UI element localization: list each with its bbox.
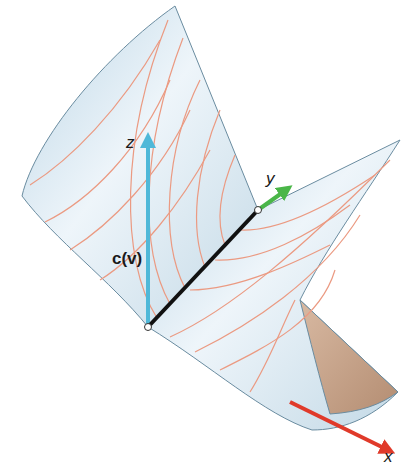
point xyxy=(145,324,152,331)
line-c xyxy=(148,210,258,327)
z-axis xyxy=(146,140,150,325)
x-axis xyxy=(290,402,388,450)
curve-label: c(v) xyxy=(112,250,142,267)
axis-label: x xyxy=(384,448,393,465)
axis-label: y xyxy=(266,170,275,187)
surface-right xyxy=(148,140,400,430)
surface-underside xyxy=(300,300,398,414)
y-axis xyxy=(258,190,286,210)
axis-label: z xyxy=(126,134,135,151)
grid-lines xyxy=(30,20,390,392)
point xyxy=(255,207,262,214)
